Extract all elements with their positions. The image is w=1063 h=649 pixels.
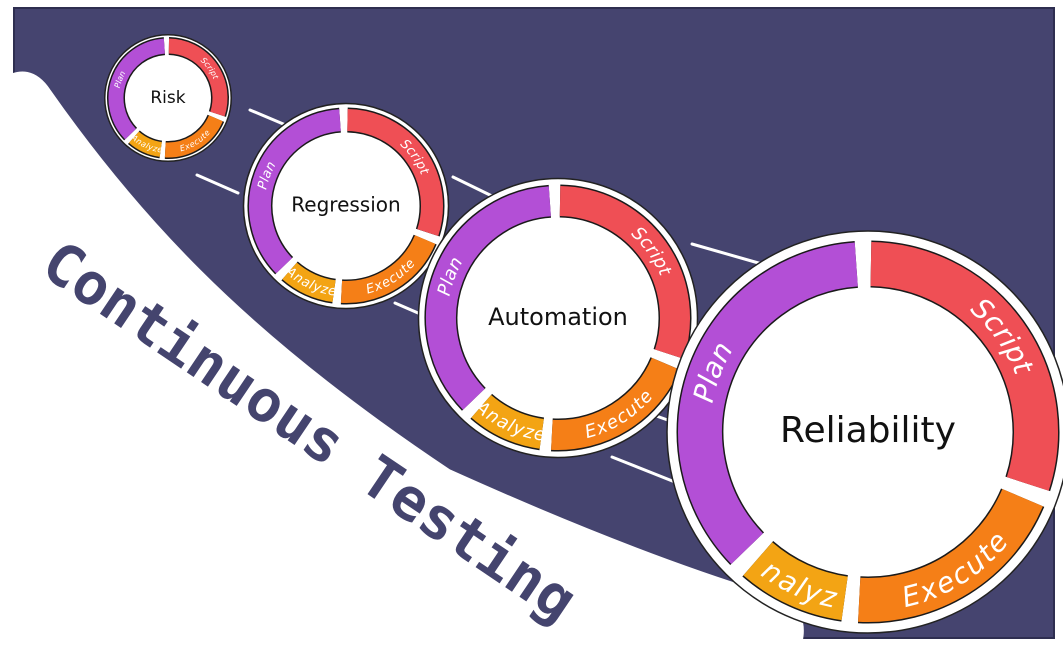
stage-name: Reliability: [780, 410, 956, 451]
execute-segment: [551, 357, 680, 450]
execute-segment: [164, 115, 223, 158]
stage-disc: [242, 102, 450, 310]
script-segment: [346, 109, 443, 236]
plan-segment: [678, 242, 859, 564]
stage-disc: [417, 177, 699, 459]
plan-segment: [426, 186, 552, 410]
stage-name: Risk: [150, 88, 185, 108]
stage-name: Automation: [488, 303, 628, 331]
stage-name: Regression: [291, 193, 400, 217]
script-segment: [559, 186, 690, 359]
analyze-segment: [743, 541, 849, 621]
analyze-segment: [471, 394, 545, 449]
stage-disc: [666, 230, 1063, 634]
plan-segment: [249, 109, 342, 274]
analyze-segment: [282, 262, 336, 303]
script-segment: [870, 242, 1058, 491]
execute-segment: [858, 488, 1043, 622]
script-segment: [168, 38, 228, 117]
execute-segment: [340, 234, 436, 303]
plan-segment: [108, 38, 166, 140]
analyze-segment: [128, 131, 163, 157]
